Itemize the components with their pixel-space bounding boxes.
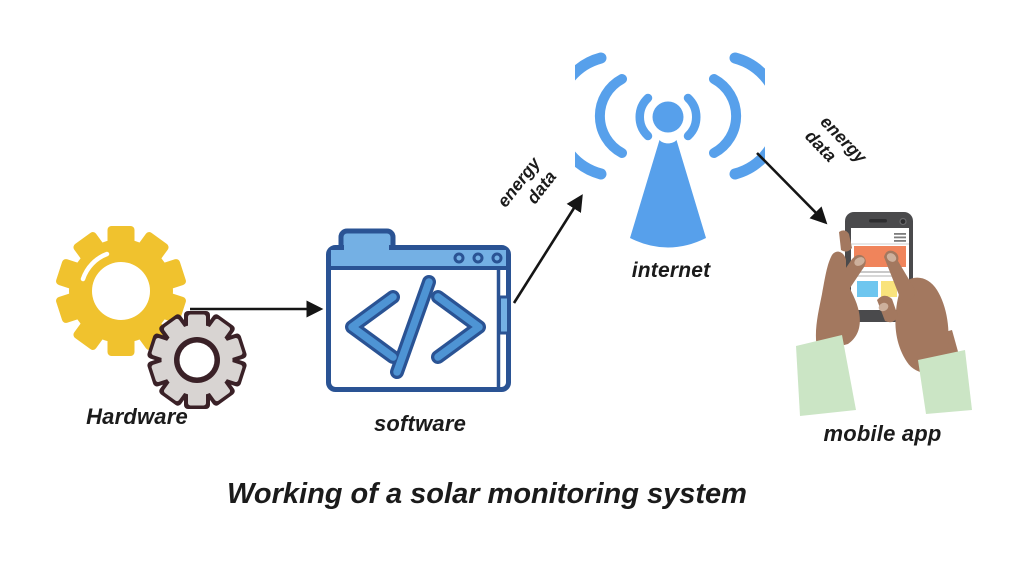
right-sleeve: [918, 350, 972, 414]
left-hand: [815, 230, 866, 352]
code-symbol-icon: [345, 275, 486, 379]
phone-speaker: [869, 219, 887, 223]
screen-tile-blue: [857, 281, 878, 297]
screen-tile-yellow: [881, 281, 897, 297]
window-dots-icon: [453, 252, 503, 264]
hands-holding-phone-icon: [796, 212, 972, 416]
left-sleeve: [796, 335, 856, 416]
arrow-internet-to-mobile: [756, 152, 828, 225]
gears-icon: [56, 226, 247, 409]
scrollbar-thumb: [498, 295, 510, 335]
thumb-nail: [854, 257, 865, 266]
signal-waves-icon: [575, 52, 765, 180]
arrow-software-to-internet: [512, 194, 583, 304]
antenna-signal-icon: [575, 52, 765, 248]
mobile-app-label: mobile app: [823, 421, 942, 446]
phone-camera: [899, 217, 907, 226]
code-window-icon: [326, 228, 511, 392]
right-hand: [877, 250, 962, 374]
large-gear-icon: [56, 226, 186, 356]
hamburger-menu-icon: [894, 233, 906, 242]
antenna-tower-icon: [630, 101, 706, 248]
diagram-title: Working of a solar monitoring system: [227, 478, 747, 510]
software-label: software: [373, 411, 467, 436]
small-gear-icon: [147, 311, 247, 409]
internet-label: internet: [631, 259, 711, 282]
hardware-label: Hardware: [86, 404, 188, 429]
index-finger-nail: [886, 253, 897, 262]
curled-finger-nail: [878, 302, 889, 312]
